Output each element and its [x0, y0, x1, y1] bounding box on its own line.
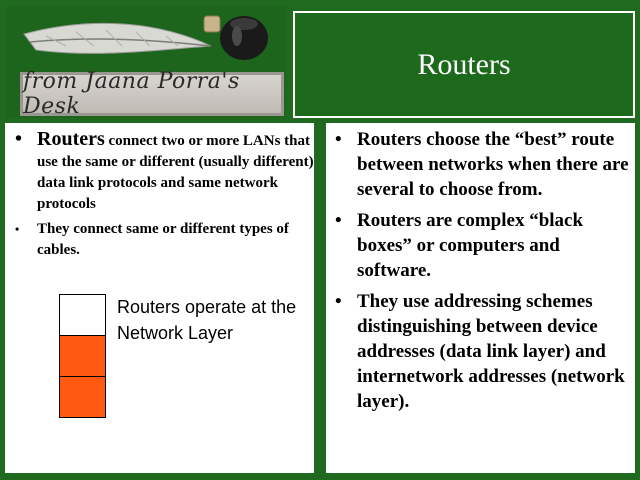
header-logo: from Jaana Porra's Desk	[6, 6, 286, 119]
list-item: • Routers choose the “best” route betwee…	[326, 127, 635, 202]
bullet-icon: •	[335, 291, 342, 312]
item-lead: Routers	[37, 128, 105, 150]
right-bullet-list: • Routers choose the “best” route betwee…	[326, 127, 635, 420]
quill-and-inkwell-icon	[23, 15, 268, 60]
logo-text: from Jaana Porra's Desk	[20, 69, 284, 119]
bullet-icon: •	[15, 128, 23, 150]
bullet-icon: •	[15, 222, 20, 236]
list-item: • They connect same or different types o…	[5, 219, 314, 261]
layer-block-network	[59, 294, 106, 336]
item-text: Routers are complex “black boxes” or com…	[357, 210, 584, 281]
left-panel: • Routers connect two or more LANs that …	[5, 123, 314, 473]
list-item: • Routers connect two or more LANs that …	[5, 129, 314, 215]
bullet-icon: •	[335, 210, 342, 231]
bullet-icon: •	[335, 129, 342, 150]
layer-stack	[59, 294, 106, 418]
list-item: • They use addressing schemes distinguis…	[326, 289, 635, 414]
left-bullet-list: • Routers connect two or more LANs that …	[5, 129, 314, 261]
item-text: They connect same or different types of …	[37, 221, 289, 258]
layer-note: Routers operate at the Network Layer	[117, 297, 297, 343]
right-panel: • Routers choose the “best” route betwee…	[326, 123, 635, 473]
item-text: They use addressing schemes distinguishi…	[357, 291, 625, 412]
slide-title: Routers	[417, 47, 511, 81]
list-item: • Routers are complex “black boxes” or c…	[326, 208, 635, 283]
layer-block-data-link	[59, 335, 106, 377]
item-text: Routers choose the “best” route between …	[357, 129, 629, 200]
title-box: Routers	[293, 11, 635, 118]
item-text: connect two or more LANs that use the sa…	[37, 133, 314, 212]
layer-block-physical	[59, 376, 106, 418]
